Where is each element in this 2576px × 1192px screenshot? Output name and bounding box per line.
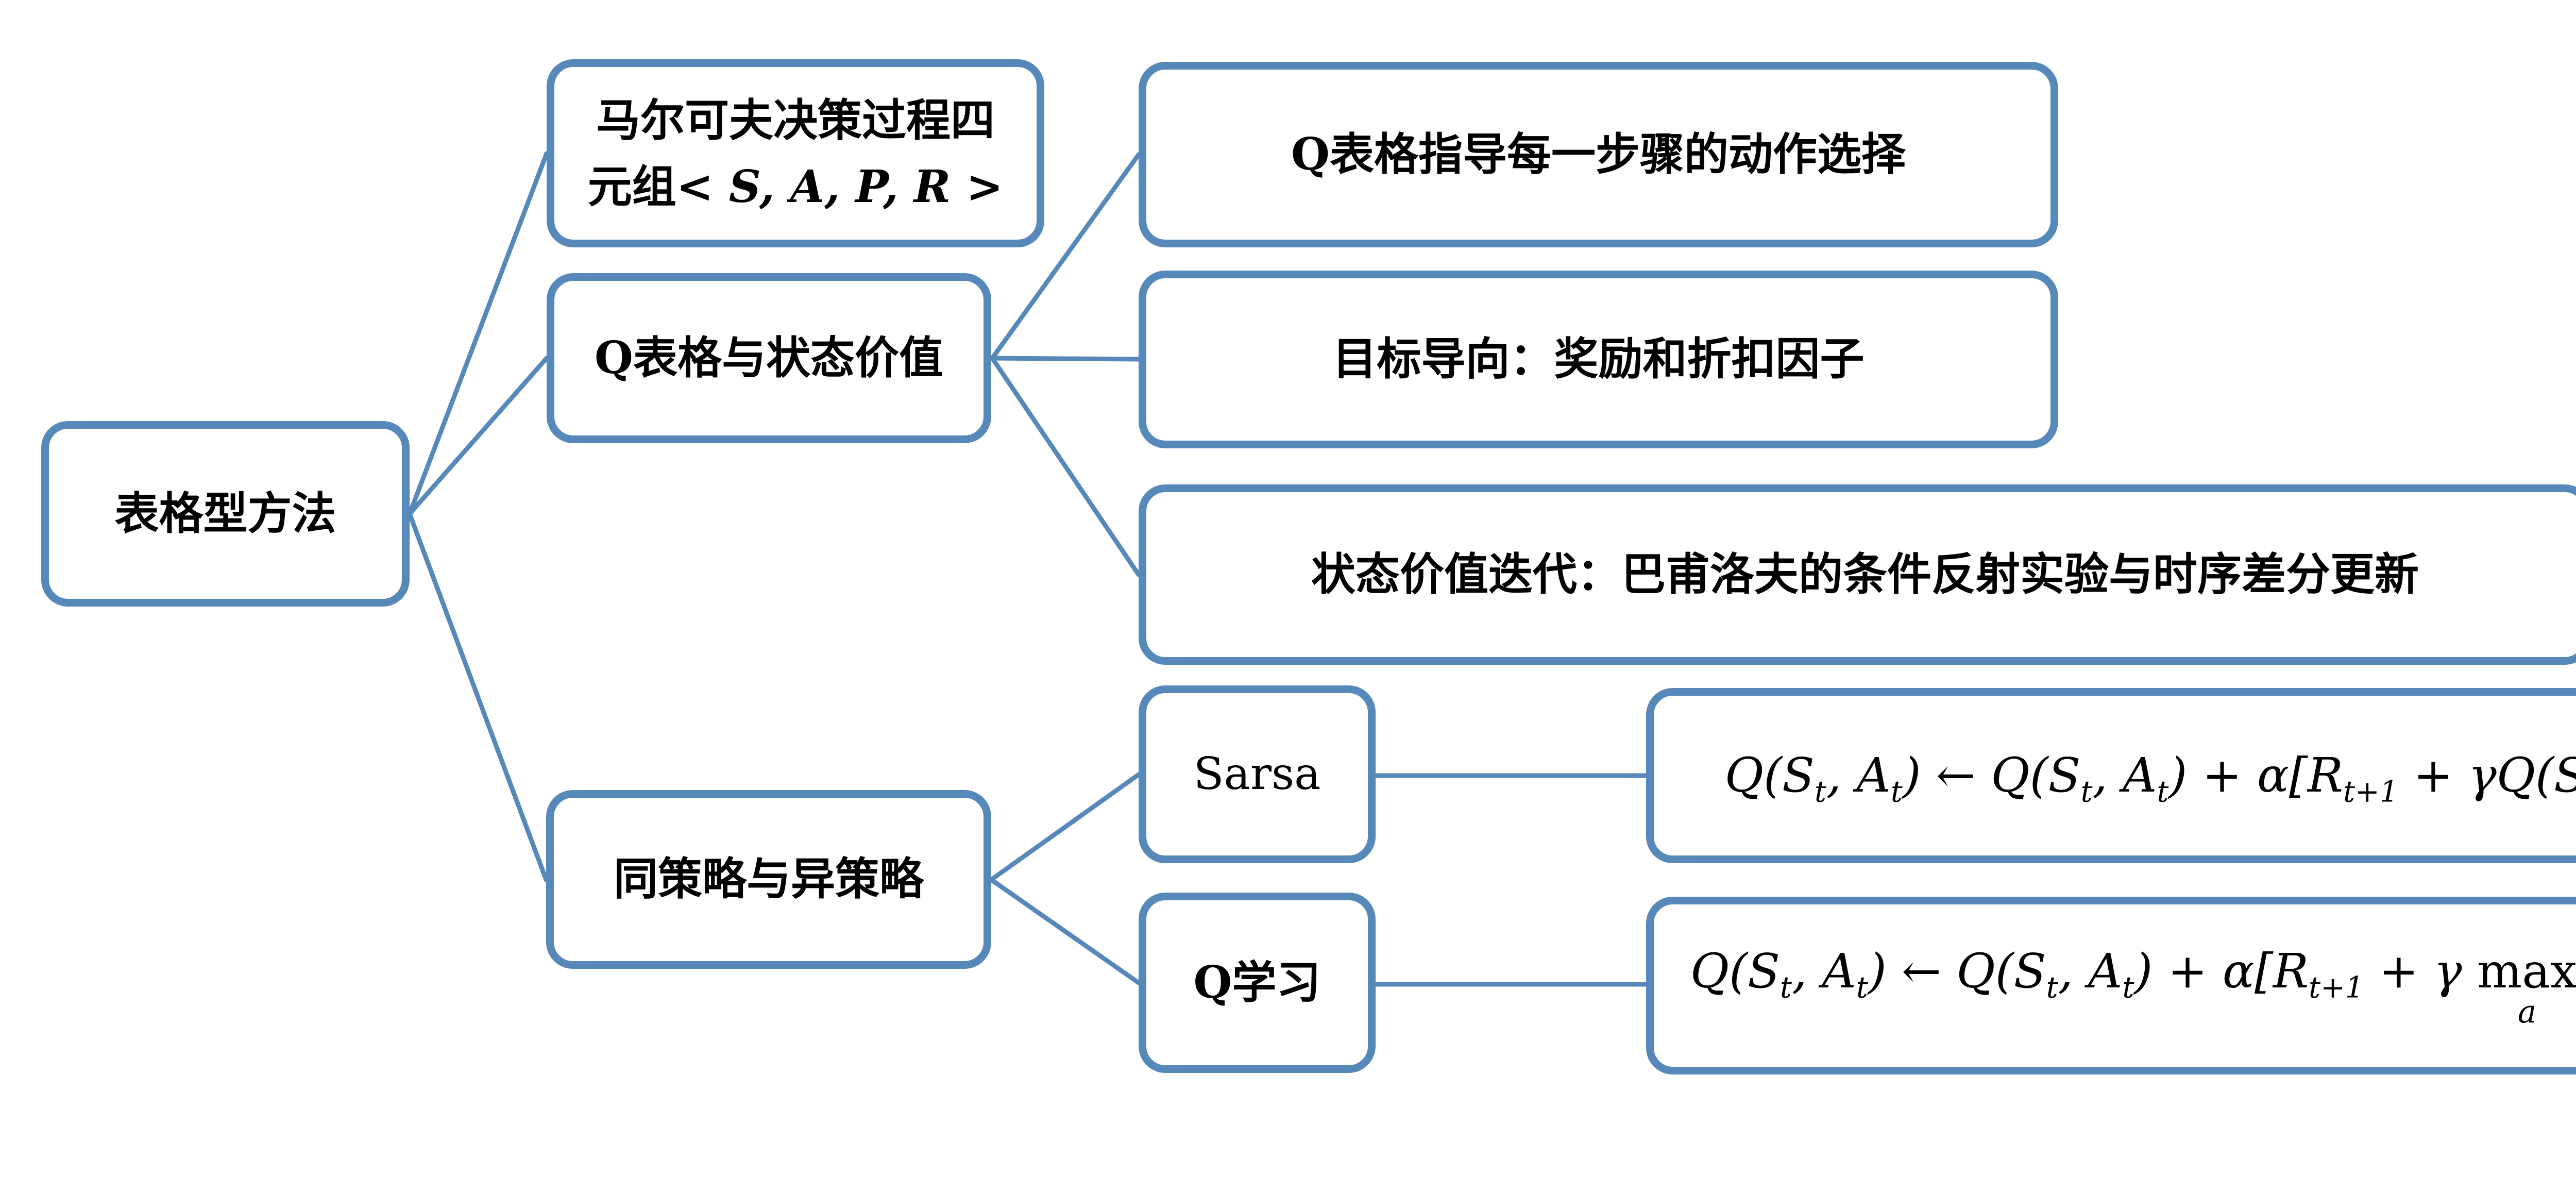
node-sarsa-update-formula: Q(St, At) ← Q(St, At) + α[Rt+1 + γQ(St+1… — [1646, 688, 2576, 863]
node-label: Q学习 — [1193, 956, 1321, 1009]
node-label: Q表格与状态价值 — [595, 331, 943, 384]
node-goal-oriented: 目标导向：奖励和折扣因子 — [1139, 271, 2058, 448]
connector-root-to-qtable — [407, 356, 549, 516]
node-label: 目标导向：奖励和折扣因子 — [1332, 333, 1865, 385]
connector-qtable-to-goal — [990, 356, 1141, 362]
mdp-tuple-math: < S, A, P, R > — [676, 160, 1004, 213]
node-label: Q表格指导每一步骤的动作选择 — [1291, 128, 1906, 180]
connector-qtable-to-iter — [990, 356, 1141, 577]
connector-onoff-to-sarsa — [989, 772, 1141, 882]
connector-root-to-onoff — [407, 511, 549, 882]
node-label: Sarsa — [1193, 748, 1321, 800]
node-q-learning: Q学习 — [1139, 893, 1376, 1073]
node-label: 状态价值迭代：巴甫洛夫的条件反射实验与时序差分更新 — [1311, 548, 2419, 600]
node-label: 同策略与异策略 — [614, 853, 924, 905]
node-qtable-guides-actions: Q表格指导每一步骤的动作选择 — [1139, 62, 2058, 247]
connector-root-to-mdp — [407, 151, 549, 516]
node-label-line1: 马尔可夫决策过程四 — [596, 94, 995, 146]
node-label: 表格型方法 — [114, 487, 336, 540]
node-mdp-tuple: 马尔可夫决策过程四 元组< S, A, P, R > — [547, 59, 1044, 247]
node-state-value-iteration: 状态价值迭代：巴甫洛夫的条件反射实验与时序差分更新 — [1139, 484, 2576, 665]
node-on-off-policy: 同策略与异策略 — [546, 790, 991, 969]
connector-qtable-to-guide — [990, 152, 1141, 361]
node-label-line2: 元组< S, A, P, R > — [587, 160, 1004, 213]
connector-onoff-to-qlearn — [989, 877, 1141, 985]
node-qtable-state-value: Q表格与状态价值 — [547, 273, 991, 443]
node-sarsa: Sarsa — [1139, 685, 1376, 863]
node-tabular-methods: 表格型方法 — [41, 421, 410, 607]
sarsa-formula: Q(St, At) ← Q(St, At) + α[Rt+1 + γQ(St+1… — [1724, 747, 2576, 809]
